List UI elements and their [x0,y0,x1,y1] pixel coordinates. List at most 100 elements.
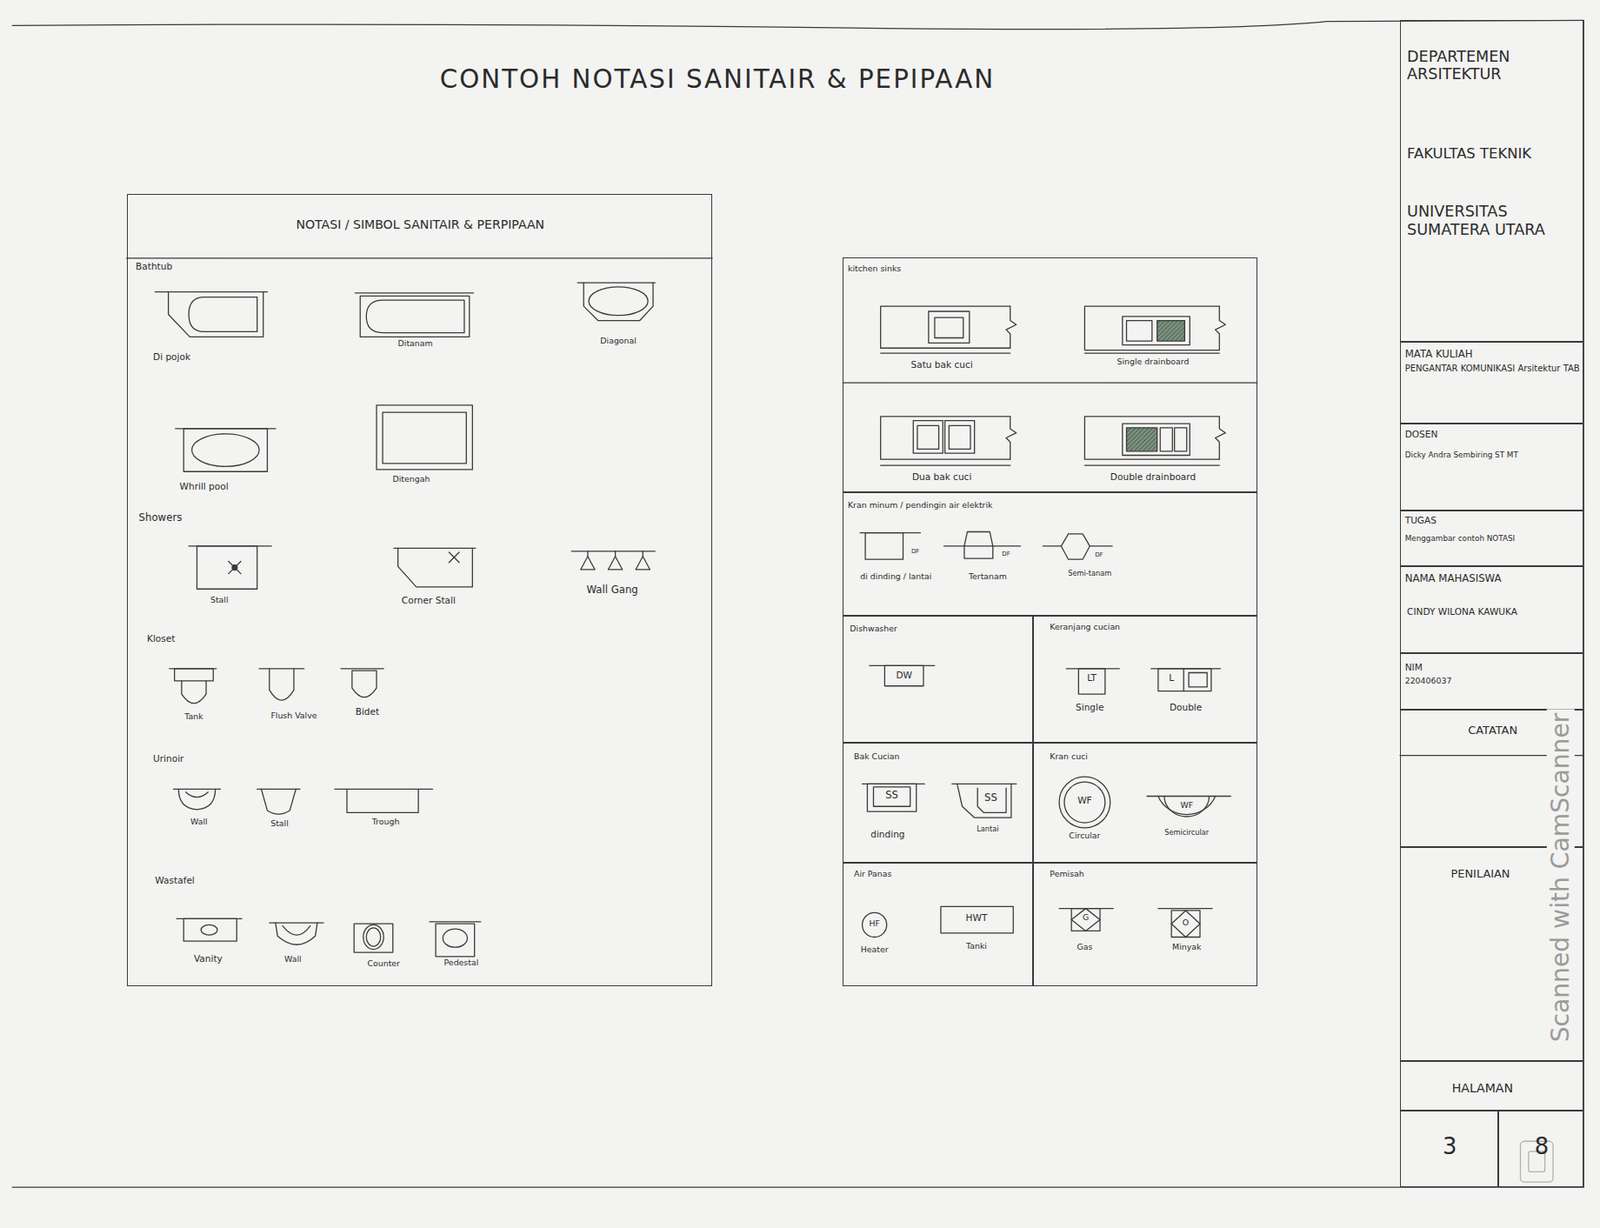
symbol-caption: L [1168,672,1174,683]
kitchen-sink-symbol [1157,320,1186,341]
washbasin-symbol [366,927,380,947]
kitchen-sink-symbol [1215,416,1227,460]
symbol-caption: Double drainboard [1110,471,1196,482]
kitchen-sink-symbol [1122,423,1190,455]
washbasin-symbol [269,921,324,923]
field-text: Dicky Andra Sembiring ST MT [1405,450,1581,460]
shower-symbol [448,552,460,563]
category-cell: Pemisah [1033,862,1258,987]
symbol-caption: Semicircular [1164,828,1209,837]
urinal-symbol [173,788,433,814]
drinking-fountain-symbol [1042,545,1061,547]
urinal-symbol [186,792,209,798]
appliance-symbol [940,906,1014,934]
kitchen-sink-symbol [1160,427,1173,452]
shower-symbol [448,552,460,563]
washbasin-symbol [442,928,467,947]
symbol-caption: Tertanam [968,572,1007,582]
appliance-symbol [866,783,916,812]
bathtub-symbol [354,292,474,294]
appliance-symbol [957,783,1012,818]
symbol-caption: Minyak [1172,942,1201,953]
symbol-caption: Counter [366,959,400,969]
appliance-symbol [1164,796,1210,817]
symbol-caption: Ditanam [398,339,434,349]
kitchen-sink-symbol [1126,427,1158,452]
bathtub-symbol [168,292,264,338]
drinking-fountain-symbol [1089,545,1113,547]
urinal-symbol [178,788,215,809]
drinking-fountain-symbol [860,532,1113,560]
shower-symbol [232,565,238,571]
symbol-caption: Diagonal [600,336,637,347]
symbol-caption: SS [984,792,998,804]
field-text: CINDY WILONA KAWUKA [1406,606,1550,617]
title-block-cell: TUGASMenggambar contoh NOTASI [1400,510,1584,567]
category-heading: Kran minum / pendingin air elektrik [847,500,994,511]
symbol-caption: G [1082,913,1089,923]
page-number-cell: 8 [1498,1110,1585,1187]
appliance-symbol [1158,668,1212,692]
kitchen-sink-symbol [928,311,970,343]
urinal-symbol [257,788,300,790]
symbol-caption: Bidet [355,706,380,717]
title-block-cell: DEPARTEMEN ARSITEKTURFAKULTAS TEKNIKUNIV… [1400,20,1584,342]
field-text: NAMA MAHASISWA [1405,573,1581,585]
symbol-caption: Satu bak cuci [911,359,974,370]
institution-name: UNIVERSITAS SUMATERA UTARA [1406,202,1580,239]
symbol-caption: DW [895,669,913,680]
field-text: MATA KULIAH [1405,348,1581,360]
category-cell: Kran cuci [1033,742,1258,862]
toilet-symbol [269,668,294,700]
symbol-caption: Semi-tanam [1067,569,1112,578]
category-label: Di pojok [153,351,191,362]
kitchen-sink-symbol [880,306,1011,348]
appliance-symbol [1078,668,1106,694]
category-heading: Dishwasher [849,624,898,634]
symbol-caption: Flush Valve [270,711,317,721]
urinal-symbol [346,788,419,813]
bathtub-symbol [376,405,473,470]
drinking-fountain-symbol [1060,533,1090,560]
appliance-symbol [862,665,1232,937]
drinking-fountain-symbol [865,533,903,560]
drinking-fountain-symbol [964,546,994,559]
shower-symbol [188,546,655,589]
field-text: NIM [1405,661,1581,673]
appliance-symbol [1171,910,1200,938]
symbol-caption: Heater [860,945,889,955]
symbol-caption: WF [1077,794,1093,806]
toilet-symbol [340,667,384,669]
kitchen-sink-symbol [948,425,971,449]
field-text: TUGAS [1405,514,1581,526]
symbol-caption: DF [1001,550,1010,558]
symbol-caption: HWT [966,912,988,923]
bathtub-symbol [192,433,260,467]
page-number: 8 [1534,1133,1549,1160]
category-cell: kitchen sinks [842,257,1257,493]
sheet-frame [12,20,1584,1187]
urinal-symbol [260,788,296,814]
bathtub-symbol [588,286,648,316]
institution-name: FAKULTAS TEKNIK [1406,146,1583,163]
symbol-caption: Stall [210,595,229,606]
category-label: Showers [139,512,183,524]
category-heading: Air Panas [853,869,892,880]
toilet-symbol [174,668,214,681]
category-cell: Kran minum / pendingin air elektrik [842,492,1257,616]
symbol-caption: Wall [190,817,208,827]
washbasin-symbol [282,926,311,936]
sheet-title: CONTOH NOTASI SANITAIR & PEPIPAAN [440,65,996,95]
category-label: Kloset [146,633,175,644]
kitchen-sink-symbol [1006,416,1017,460]
symbol-caption: DF [1094,551,1103,559]
page-number-cell: 3 [1400,1110,1499,1187]
symbol-caption: Tank [184,712,203,722]
drinking-fountain-symbol [943,532,1020,547]
bathtub-symbol [183,428,267,472]
kitchen-sink-symbol [1174,427,1187,452]
appliance-symbol [1146,795,1231,797]
symbol-caption: dinding [870,828,905,840]
shower-symbol [635,556,650,570]
category-heading: Keranjang cucian [1049,622,1120,633]
